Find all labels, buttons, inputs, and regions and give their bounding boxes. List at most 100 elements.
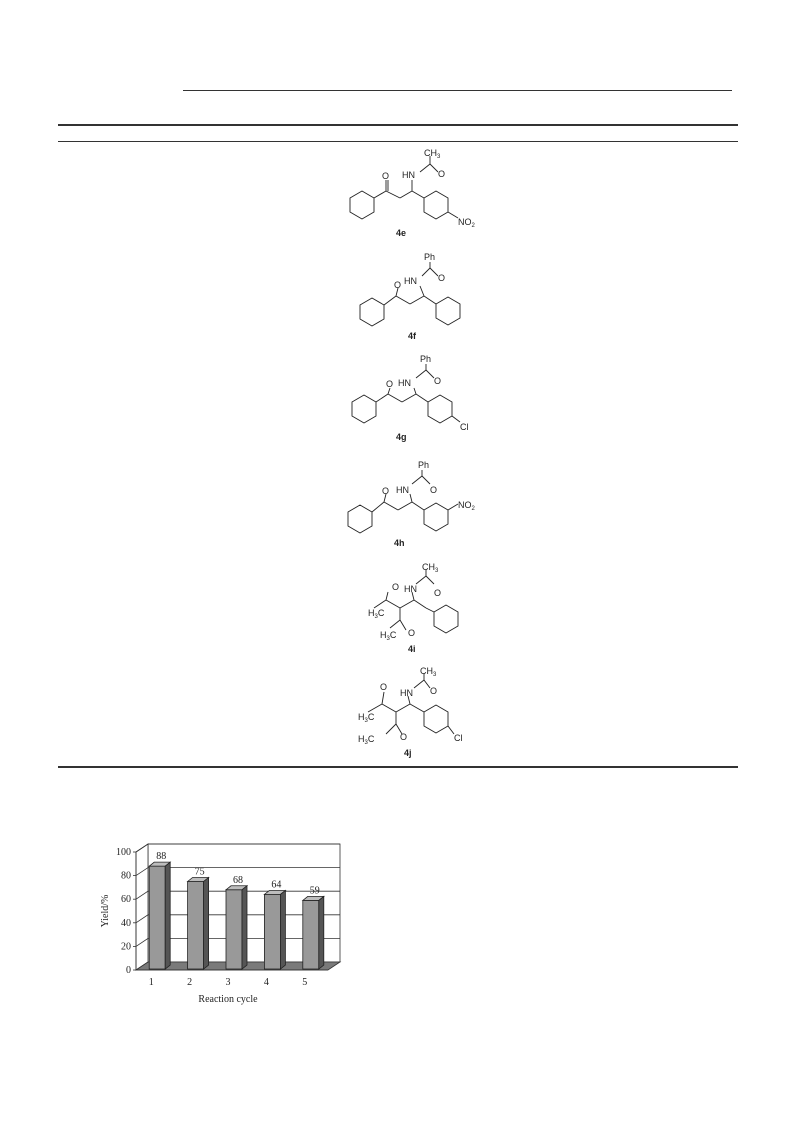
- acyl-substituent: Ph: [418, 460, 429, 470]
- acyl-substituent: Ph: [424, 252, 435, 262]
- x-axis-label: Reaction cycle: [198, 994, 258, 1005]
- ketone-oxygen: O: [392, 582, 399, 592]
- table-top-rule: [58, 124, 738, 126]
- acyl-subscript: 3: [435, 568, 439, 574]
- amide-oxygen: O: [438, 273, 445, 283]
- bar-side: [164, 861, 171, 970]
- acyl-substituent: CH: [422, 562, 435, 572]
- y-tick-label: 20: [121, 941, 131, 952]
- acyl-substituent: CH: [424, 148, 437, 158]
- bar-side: [241, 884, 248, 970]
- svg-text:Ph: Ph: [420, 354, 431, 364]
- x-tick-label: 5: [302, 977, 307, 988]
- amide-nh: HN: [404, 276, 417, 286]
- amide-nh: HN: [396, 485, 409, 495]
- compound-label: 4g: [396, 432, 407, 442]
- svg-text:CH3: CH3: [424, 148, 441, 160]
- amide-oxygen: O: [430, 686, 437, 696]
- compound-label: 4j: [404, 748, 412, 758]
- ketone-oxygen: O: [382, 486, 389, 496]
- methyl-b-sub: 3: [365, 740, 369, 746]
- ring-subscript: 2: [472, 506, 476, 512]
- bar-side: [279, 889, 286, 970]
- svg-text:Cl: Cl: [460, 422, 469, 432]
- x-tick-label: 1: [149, 977, 154, 988]
- y-tick-label: 0: [126, 965, 131, 976]
- bar: [302, 899, 320, 970]
- methyl-b-sub: 3: [387, 636, 391, 642]
- y-tick-label: 100: [116, 847, 131, 858]
- svg-text:Cl: Cl: [454, 733, 463, 743]
- bar: [263, 894, 281, 970]
- structure-4g: O HN O Ph Cl 4g: [330, 350, 490, 446]
- compound-label: 4e: [396, 228, 406, 238]
- methyl-a-c: C: [378, 608, 385, 618]
- ketone-oxygen-2: O: [400, 732, 407, 742]
- methyl-b-c: C: [390, 630, 397, 640]
- data-label: 68: [233, 875, 243, 886]
- amide-nh: HN: [404, 584, 417, 594]
- methyl-a-sub: 3: [365, 718, 369, 724]
- y-tick-label: 60: [121, 894, 131, 905]
- svg-text:CH3: CH3: [420, 666, 437, 678]
- ketone-oxygen: O: [394, 280, 401, 290]
- svg-text:Ph: Ph: [418, 460, 429, 470]
- acyl-subscript: 3: [437, 154, 441, 160]
- ring-substituent: Cl: [454, 733, 463, 743]
- table-header-rule: [58, 141, 738, 142]
- table-bottom-rule: [58, 766, 738, 768]
- methyl-a-c: C: [368, 712, 375, 722]
- ketone-oxygen-2: O: [408, 628, 415, 638]
- svg-text:Ph: Ph: [424, 252, 435, 262]
- compound-label: 4f: [408, 331, 417, 341]
- acyl-subscript: 3: [433, 672, 437, 678]
- amide-nh: HN: [400, 688, 413, 698]
- bar-side: [318, 895, 325, 970]
- acyl-substituent: CH: [420, 666, 433, 676]
- ketone-oxygen: O: [382, 171, 389, 181]
- x-tick-label: 4: [264, 977, 269, 988]
- methyl-b-c: C: [368, 734, 375, 744]
- structure-4e: O HN O CH3 NO2 4e: [330, 148, 490, 244]
- amide-oxygen: O: [434, 376, 441, 386]
- svg-text:H3C: H3C: [358, 734, 375, 746]
- svg-text:CH3: CH3: [422, 562, 439, 574]
- methyl-a-sub: 3: [375, 614, 379, 620]
- ring-substituent: NO: [458, 500, 472, 510]
- ketone-oxygen: O: [386, 379, 393, 389]
- svg-text:H3C: H3C: [358, 712, 375, 724]
- x-tick-label: 2: [187, 977, 192, 988]
- ring-substituent: Cl: [460, 422, 469, 432]
- svg-text:H3C: H3C: [380, 630, 397, 642]
- data-label: 88: [156, 851, 166, 862]
- methyl-a-h: H: [368, 608, 375, 618]
- x-tick-label: 3: [226, 977, 231, 988]
- svg-text:H3C: H3C: [368, 608, 385, 620]
- y-axis-label: Yield/%: [100, 895, 111, 928]
- compound-label: 4i: [408, 644, 416, 654]
- gridline: [135, 843, 340, 853]
- structure-4h: O HN O Ph NO2 4h: [330, 456, 490, 552]
- y-tick-label: 40: [121, 918, 131, 929]
- structure-4j: O HN O CH3 H3C H3C O Cl 4j: [330, 664, 490, 760]
- ketone-oxygen: O: [380, 682, 387, 692]
- svg-text:NO2: NO2: [458, 217, 476, 229]
- bar-side: [203, 876, 209, 970]
- bar: [187, 881, 204, 970]
- bar: [148, 865, 166, 970]
- gridline: [135, 867, 340, 876]
- amide-nh: HN: [398, 378, 411, 388]
- svg-text:NO2: NO2: [458, 500, 476, 512]
- compound-label: 4h: [394, 538, 405, 548]
- data-label: 75: [195, 867, 205, 878]
- header-rule-short: [183, 90, 732, 91]
- ring-subscript: 2: [472, 223, 476, 229]
- data-label: 64: [271, 879, 281, 890]
- methyl-b-h: H: [358, 734, 365, 744]
- acyl-substituent: Ph: [420, 354, 431, 364]
- structure-4i: O HN O CH3 H3C H3C O 4i: [330, 560, 490, 656]
- amide-oxygen: O: [434, 588, 441, 598]
- structure-4f: O HN O Ph 4f: [330, 250, 490, 346]
